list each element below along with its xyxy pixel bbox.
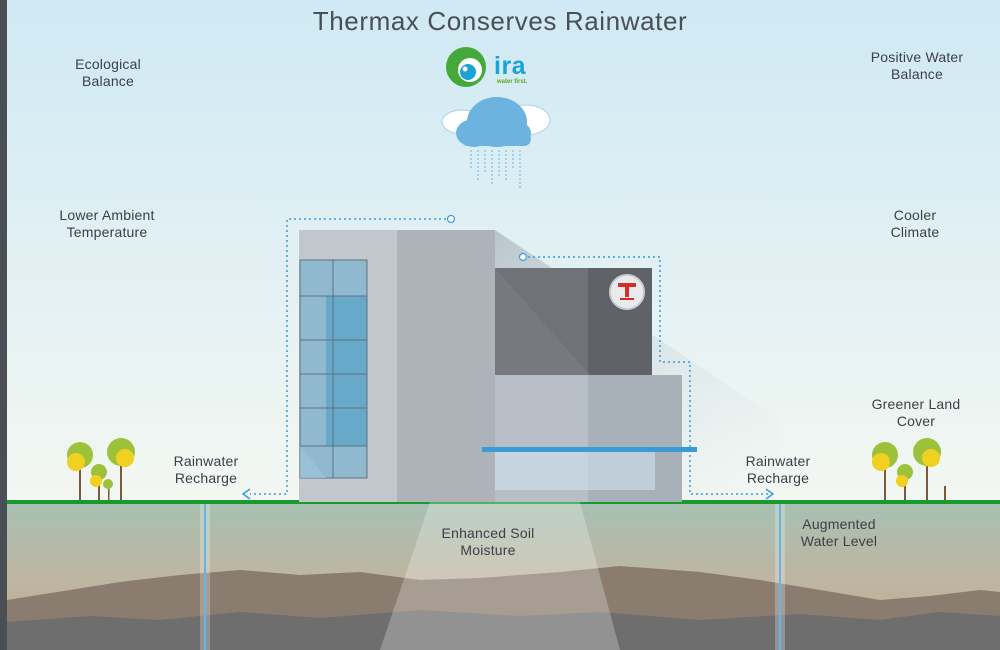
left-edge bbox=[0, 0, 7, 650]
pipe-right bbox=[779, 504, 781, 650]
pipe-right-highlight bbox=[775, 504, 785, 650]
flow-line-right bbox=[523, 256, 768, 495]
building-main-right bbox=[397, 230, 495, 502]
label-cooler-climate: Cooler Climate bbox=[890, 207, 940, 240]
label-ecological-balance: Ecological Balance bbox=[75, 56, 141, 89]
page-title: Thermax Conserves Rainwater bbox=[312, 6, 688, 36]
glass-facade bbox=[299, 259, 368, 479]
ira-logo-icon bbox=[446, 47, 486, 87]
label-rainwater-recharge-right: Rainwater Recharge bbox=[745, 453, 811, 486]
ira-logo-tagline: water first. bbox=[497, 79, 528, 85]
arrow-left-icon bbox=[241, 488, 251, 500]
rain-cloud-icon bbox=[441, 97, 551, 188]
label-positive-water-balance: Positive Water Balance bbox=[870, 49, 964, 82]
rock-layer-front bbox=[7, 610, 1000, 650]
ira-logo-text: ira bbox=[494, 52, 527, 80]
trees-left-icon bbox=[67, 438, 135, 500]
flow-line-left bbox=[250, 218, 451, 495]
arrow-right-icon bbox=[765, 488, 775, 500]
pipe-left bbox=[204, 504, 206, 650]
building-shadow bbox=[495, 230, 780, 500]
trees-right-icon bbox=[872, 438, 946, 500]
label-lower-ambient-temperature: Lower Ambient Temperature bbox=[59, 207, 155, 240]
ground-glow bbox=[380, 502, 620, 650]
thermax-logo-icon bbox=[609, 274, 645, 310]
label-rainwater-recharge-left: Rainwater Recharge bbox=[173, 453, 239, 486]
label-greener-land-cover: Greener Land Cover bbox=[871, 396, 961, 429]
canopy bbox=[482, 447, 697, 452]
pipe-left-highlight bbox=[200, 504, 210, 650]
label-enhanced-soil-moisture: Enhanced Soil Moisture bbox=[441, 525, 535, 558]
label-augmented-water-level: Augmented Water Level bbox=[800, 516, 878, 549]
